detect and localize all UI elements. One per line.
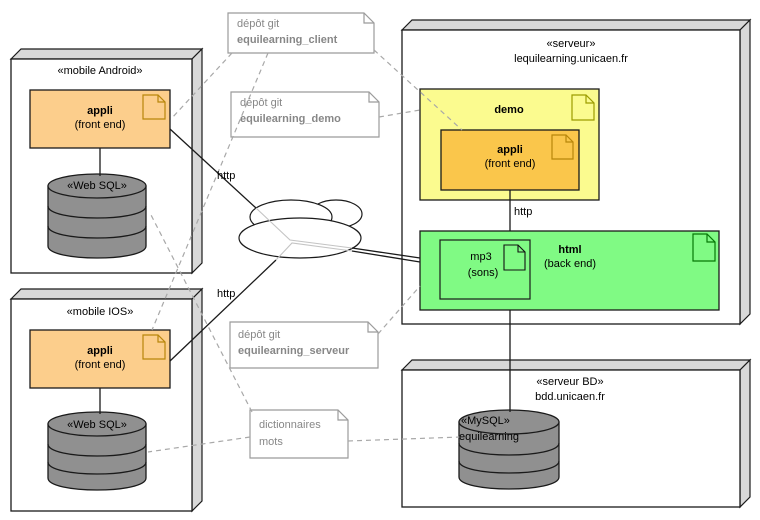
connector-cloud-html-2: [351, 250, 421, 263]
websql-android-label: «Web SQL»: [67, 180, 127, 192]
database-websql-ios: [47, 411, 147, 491]
appli-android-detail: (front end): [74, 119, 126, 131]
appli-demo-detail: (front end): [484, 158, 536, 170]
artifact-icon: [503, 244, 526, 271]
cloud-internet: [238, 199, 363, 259]
database-websql-android: [47, 173, 147, 259]
node-bd-top-face: [400, 359, 752, 371]
note-dict-line2: mots: [259, 436, 283, 448]
node-bd-stereotype: «serveur BD»: [536, 376, 604, 388]
node-android-top-face: [9, 48, 204, 60]
node-serveur-bd: [400, 358, 752, 509]
note-link-dict-ios-websql: [147, 436, 251, 453]
note-link-client-android-appli: [170, 52, 233, 120]
html-name: html: [558, 244, 582, 256]
note-link-dict-android-websql: [149, 212, 253, 413]
cloud-passthrough-lines: [255, 207, 353, 261]
note-dict-line1: dictionnaires: [259, 419, 321, 431]
artifact-icon: [571, 94, 595, 121]
edge-label-http-ios: http: [217, 288, 236, 300]
note-serveur-line1: dépôt git: [238, 329, 281, 341]
connector-ios-appli-cloud: [169, 259, 277, 362]
artifact-icon: [551, 134, 574, 160]
demo-name: demo: [494, 104, 524, 116]
node-ios-stereotype: «mobile IOS»: [66, 306, 134, 318]
node-serveur-stereotype: «serveur»: [546, 38, 596, 50]
artifact-icon: [692, 233, 716, 262]
node-serveur-hostname: lequilearning.unicaen.fr: [514, 53, 628, 65]
connector-android-appli-cloud: [169, 128, 257, 209]
note-dictionnaires: [249, 409, 349, 459]
mysql-stereotype: «MySQL»: [461, 415, 510, 427]
artifact-icon: [142, 334, 166, 360]
node-bd-front-face: [401, 369, 741, 508]
node-android-side-face: [191, 47, 203, 275]
node-bd-hostname: bdd.unicaen.fr: [535, 391, 605, 403]
node-serveur-top-face: [400, 19, 752, 31]
database-mysql: [458, 409, 560, 490]
appli-ios-detail: (front end): [74, 359, 126, 371]
note-git-serveur: [229, 321, 379, 369]
note-client-line1: dépôt git: [237, 18, 280, 30]
node-bd-side-face: [739, 358, 751, 509]
node-android-stereotype: «mobile Android»: [57, 65, 143, 77]
websql-ios-label: «Web SQL»: [67, 419, 127, 431]
mysql-name: equilearning: [459, 431, 519, 443]
appli-ios-name: appli: [87, 345, 113, 357]
note-git-demo: [230, 91, 380, 138]
note-serveur-line2: equilearning_serveur: [238, 345, 350, 357]
html-detail: (back end): [544, 258, 596, 270]
appli-android-name: appli: [87, 105, 113, 117]
note-link-demo-demo-box: [378, 109, 421, 118]
note-demo-line2: equilearning_demo: [240, 113, 341, 125]
note-git-client: [227, 12, 375, 54]
note-link-serveur-html: [377, 285, 421, 335]
artifact-icon: [142, 94, 166, 120]
node-ios-side-face: [191, 287, 203, 513]
mp3-name: mp3: [470, 251, 492, 263]
node-ios-top-face: [9, 288, 204, 300]
component-appli-demo: [440, 129, 580, 191]
component-html: [419, 230, 720, 311]
edge-label-http-demo: http: [514, 206, 533, 218]
note-client-line2: equilearning_client: [237, 34, 338, 46]
note-demo-line1: dépôt git: [240, 97, 283, 109]
connector-cloud-html-1: [351, 247, 421, 259]
component-mp3: [439, 239, 531, 300]
note-link-client-demo-appli: [373, 49, 463, 131]
appli-demo-name: appli: [497, 144, 523, 156]
note-link-dict-mysql: [347, 436, 462, 442]
mp3-detail: (sons): [467, 267, 499, 279]
edge-label-http-android: http: [217, 170, 236, 182]
node-serveur-side-face: [739, 18, 751, 326]
